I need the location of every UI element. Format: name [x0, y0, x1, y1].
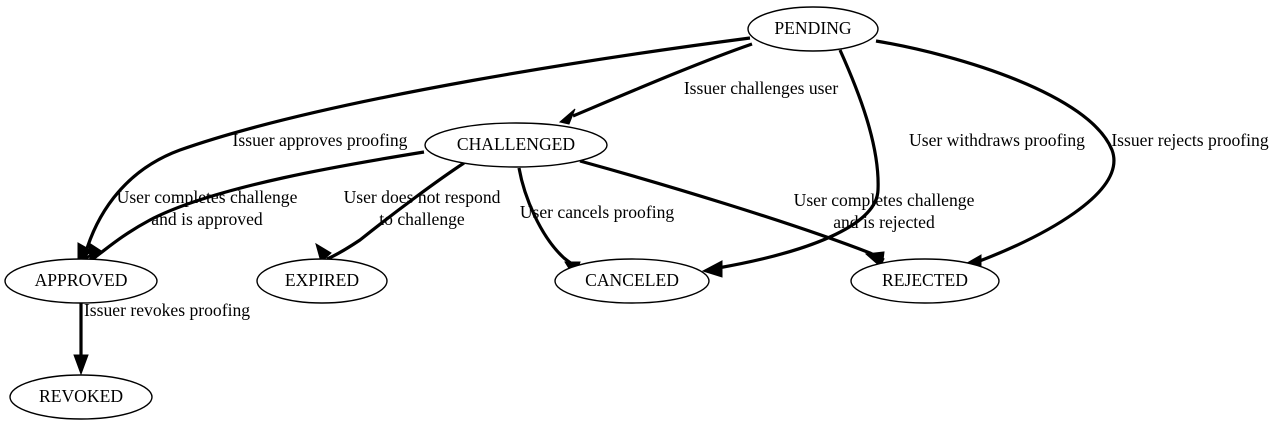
node-label: REJECTED — [882, 270, 968, 290]
node-canceled[interactable]: CANCELED — [554, 258, 710, 304]
edge-path — [94, 150, 425, 259]
edge-label-challenged-canceled: User cancels proofing — [520, 202, 675, 222]
arrowhead-icon — [88, 242, 104, 265]
edge-path — [83, 36, 751, 256]
node-label: EXPIRED — [285, 270, 359, 290]
arrowhead-icon — [315, 242, 332, 263]
node-shape — [424, 122, 608, 168]
node-rejected[interactable]: REJECTED — [850, 258, 1000, 304]
edge-path — [717, 49, 880, 270]
edge-pending-rejected[interactable] — [875, 39, 1116, 272]
edge-pending-challenged[interactable] — [558, 42, 753, 125]
node-shape — [747, 6, 879, 52]
arrowhead-icon — [77, 242, 93, 264]
edge-label-challenged-rejected-line2: and is rejected — [833, 212, 935, 232]
edge-path — [572, 42, 753, 118]
edge-label-challenged-expired-line2: to challenge — [379, 209, 465, 229]
edge-label-challenged-approved-line2: and is approved — [151, 209, 263, 229]
arrowhead-icon — [73, 354, 89, 376]
edge-label-approved-revoked: Issuer revokes proofing — [84, 300, 250, 320]
node-challenged[interactable]: CHALLENGED — [424, 122, 608, 168]
arrowhead-icon — [701, 260, 723, 278]
edge-path — [326, 161, 465, 261]
edge-pending-canceled[interactable] — [701, 49, 880, 278]
node-shape — [850, 258, 1000, 304]
edge-label-pending-canceled: User withdraws proofing — [909, 130, 1085, 150]
edge-challenged-canceled[interactable] — [517, 167, 581, 280]
node-label: PENDING — [774, 18, 852, 38]
node-label: REVOKED — [39, 386, 123, 406]
edge-label-challenged-expired-line1: User does not respond — [344, 187, 501, 207]
edge-challenged-expired[interactable] — [315, 161, 465, 263]
node-label: CANCELED — [585, 270, 679, 290]
edge-path — [875, 39, 1116, 264]
edge-label-challenged-approved-line1: User completes challenge — [117, 187, 298, 207]
node-shape — [9, 374, 153, 420]
arrowhead-icon — [558, 108, 576, 125]
edge-label-pending-rejected: Issuer rejects proofing — [1111, 130, 1269, 150]
node-shape — [4, 258, 158, 304]
node-pending[interactable]: PENDING — [747, 6, 879, 52]
edge-approved-revoked[interactable] — [73, 303, 89, 376]
node-label: APPROVED — [35, 270, 128, 290]
node-approved[interactable]: APPROVED — [4, 258, 158, 304]
node-revoked[interactable]: REVOKED — [9, 374, 153, 420]
edge-label-challenged-rejected-line1: User completes challenge — [794, 190, 975, 210]
node-expired[interactable]: EXPIRED — [256, 258, 388, 304]
node-label: CHALLENGED — [457, 134, 575, 154]
node-shape — [256, 258, 388, 304]
node-shape — [554, 258, 710, 304]
edge-label-pending-challenged: Issuer challenges user — [684, 78, 839, 98]
edge-label-pending-approved: Issuer approves proofing — [233, 130, 408, 150]
edge-challenged-approved[interactable] — [88, 150, 425, 265]
